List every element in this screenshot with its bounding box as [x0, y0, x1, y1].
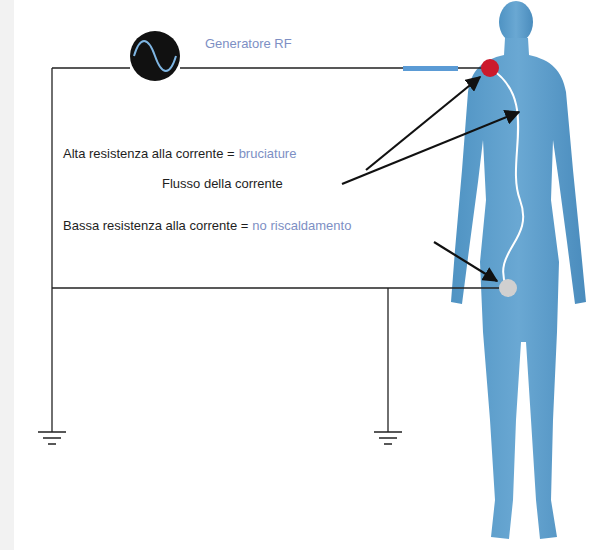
body-silhouette — [451, 1, 586, 539]
callout-text: Alta resistenza alla corrente = — [63, 146, 235, 162]
active-electrode-dot — [481, 59, 499, 77]
electrode — [403, 66, 458, 71]
rf-generator-symbol — [130, 31, 180, 81]
ground-symbol — [38, 432, 402, 444]
return-electrode-dot — [499, 279, 517, 297]
callout-highlight: bruciature — [239, 146, 297, 162]
current-flow-line — [490, 68, 523, 286]
leader-arrow — [342, 77, 519, 281]
callout-text: Flusso della corrente — [162, 176, 283, 192]
callout-text: Bassa resistenza alla corrente = — [63, 218, 248, 234]
page-edge — [0, 0, 14, 550]
callout-highlight: no riscaldamento — [252, 218, 351, 234]
generator-label: Generatore RF — [205, 36, 292, 52]
circuit-wires — [52, 68, 500, 432]
